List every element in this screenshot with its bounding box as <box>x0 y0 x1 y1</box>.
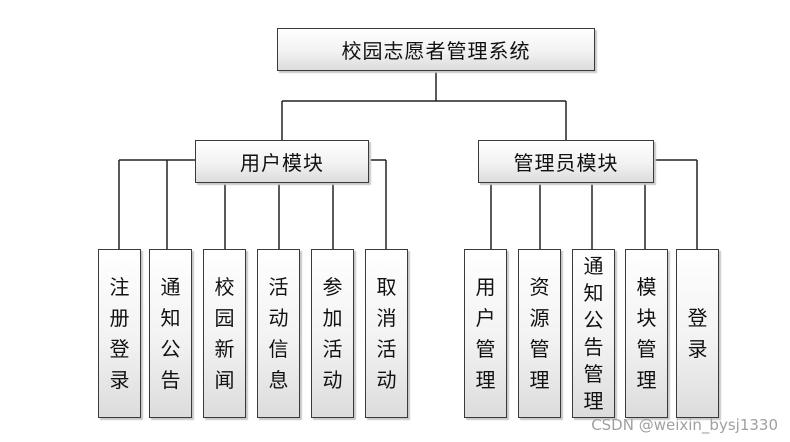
leaf-label: 校园新闻 <box>214 274 235 392</box>
leaf-label: 取消活动 <box>376 274 397 392</box>
root-node: 校园志愿者管理系统 <box>277 28 595 71</box>
leaf-label: 资源管理 <box>529 274 550 392</box>
leaf-label: 活动信息 <box>268 274 289 392</box>
connector-lines <box>118 70 698 249</box>
leaf-node: 通知公告管理 <box>572 249 615 418</box>
leaf-label: 参加活动 <box>322 274 343 392</box>
module-label-user: 用户模块 <box>240 151 324 175</box>
module-label-admin: 管理员模块 <box>513 151 619 175</box>
leaf-label: 通知公告 <box>160 274 181 392</box>
leaf-node: 用户管理 <box>464 249 507 418</box>
leaf-node: 取消活动 <box>365 249 408 418</box>
module-node-admin: 管理员模块 <box>478 140 654 183</box>
leaf-node: 校园新闻 <box>203 249 246 418</box>
leaf-node: 通知公告 <box>149 249 192 418</box>
leaf-node: 注册登录 <box>98 249 141 418</box>
module-node-user: 用户模块 <box>195 140 369 183</box>
leaf-node: 活动信息 <box>257 249 300 418</box>
leaf-label: 登录 <box>687 305 708 361</box>
leaf-node: 模块管理 <box>625 249 668 418</box>
leaf-label: 通知公告管理 <box>583 253 604 413</box>
leaf-node: 资源管理 <box>518 249 561 418</box>
root-node-label: 校园志愿者管理系统 <box>341 39 531 63</box>
leaf-node: 登录 <box>676 249 719 418</box>
leaf-label: 用户管理 <box>475 274 496 392</box>
watermark-text: CSDN @weixin_bysj1330 <box>591 416 778 434</box>
leaf-label: 模块管理 <box>636 274 657 392</box>
leaf-node: 参加活动 <box>311 249 354 418</box>
leaf-label: 注册登录 <box>109 274 130 392</box>
